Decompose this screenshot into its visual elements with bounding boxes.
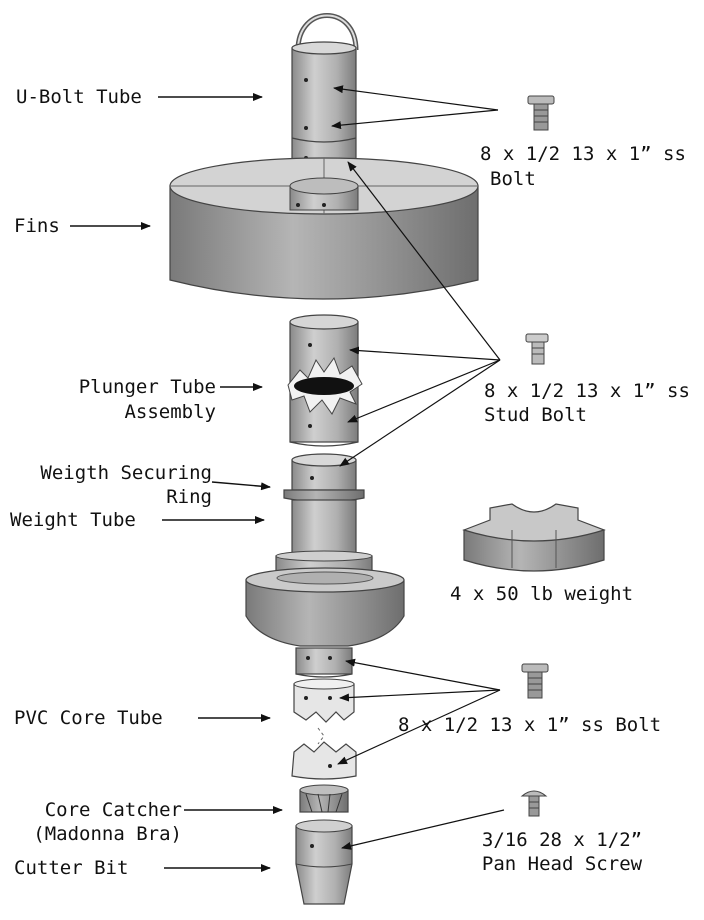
pvc-core-tube xyxy=(291,678,357,780)
label-stud-bolt-2: Stud Bolt xyxy=(484,404,587,426)
label-cutter-bit: Cutter Bit xyxy=(14,857,129,879)
label-core-catcher-2: (Madonna Bra) xyxy=(33,823,182,845)
label-securing-ring-1: Weigth Securing xyxy=(40,462,212,484)
label-plunger-tube-1: Plunger Tube xyxy=(78,376,216,398)
u-bolt-handle xyxy=(295,13,359,51)
core-catcher xyxy=(299,784,349,813)
label-screw-1: 3/16 28 x 1/2” xyxy=(481,829,643,851)
lower-bolt-collar xyxy=(295,647,353,678)
callout-lines xyxy=(331,85,505,850)
label-fins: Fins xyxy=(14,215,60,237)
label-pvc-core-tube: PVC Core Tube xyxy=(14,707,163,729)
label-arrows xyxy=(70,93,283,872)
plunger-tube-assembly xyxy=(287,314,363,447)
label-plunger-tube-2: Assembly xyxy=(124,401,216,423)
weight-block xyxy=(462,503,606,572)
label-screw-2: Pan Head Screw xyxy=(481,853,643,875)
pan-head-screw-icon xyxy=(520,790,548,817)
label-weight: 4 x 50 lb weight xyxy=(450,583,634,605)
label-securing-ring-2: Ring xyxy=(166,486,212,508)
stud-bolt-icon xyxy=(525,333,549,365)
label-bolt-top-2: Bolt xyxy=(490,168,536,190)
label-core-catcher-1: Core Catcher xyxy=(44,799,182,821)
label-u-bolt-tube: U-Bolt Tube xyxy=(16,86,142,108)
bolt-top-icon xyxy=(527,95,555,131)
weight-housing xyxy=(245,550,405,647)
label-weight-tube: Weight Tube xyxy=(10,509,136,531)
label-stud-bolt-1: 8 x 1/2 13 x 1” ss xyxy=(484,380,690,402)
bolt-bottom-icon xyxy=(521,663,549,699)
label-bolt-top-1: 8 x 1/2 13 x 1” ss xyxy=(480,143,686,165)
label-bolt-bottom: 8 x 1/2 13 x 1” ss Bolt xyxy=(398,714,662,736)
fins xyxy=(169,157,479,300)
u-bolt-tube xyxy=(291,41,357,173)
cutter-bit xyxy=(295,819,353,905)
weight-tube xyxy=(291,499,357,561)
weight-securing-ring xyxy=(283,453,365,503)
